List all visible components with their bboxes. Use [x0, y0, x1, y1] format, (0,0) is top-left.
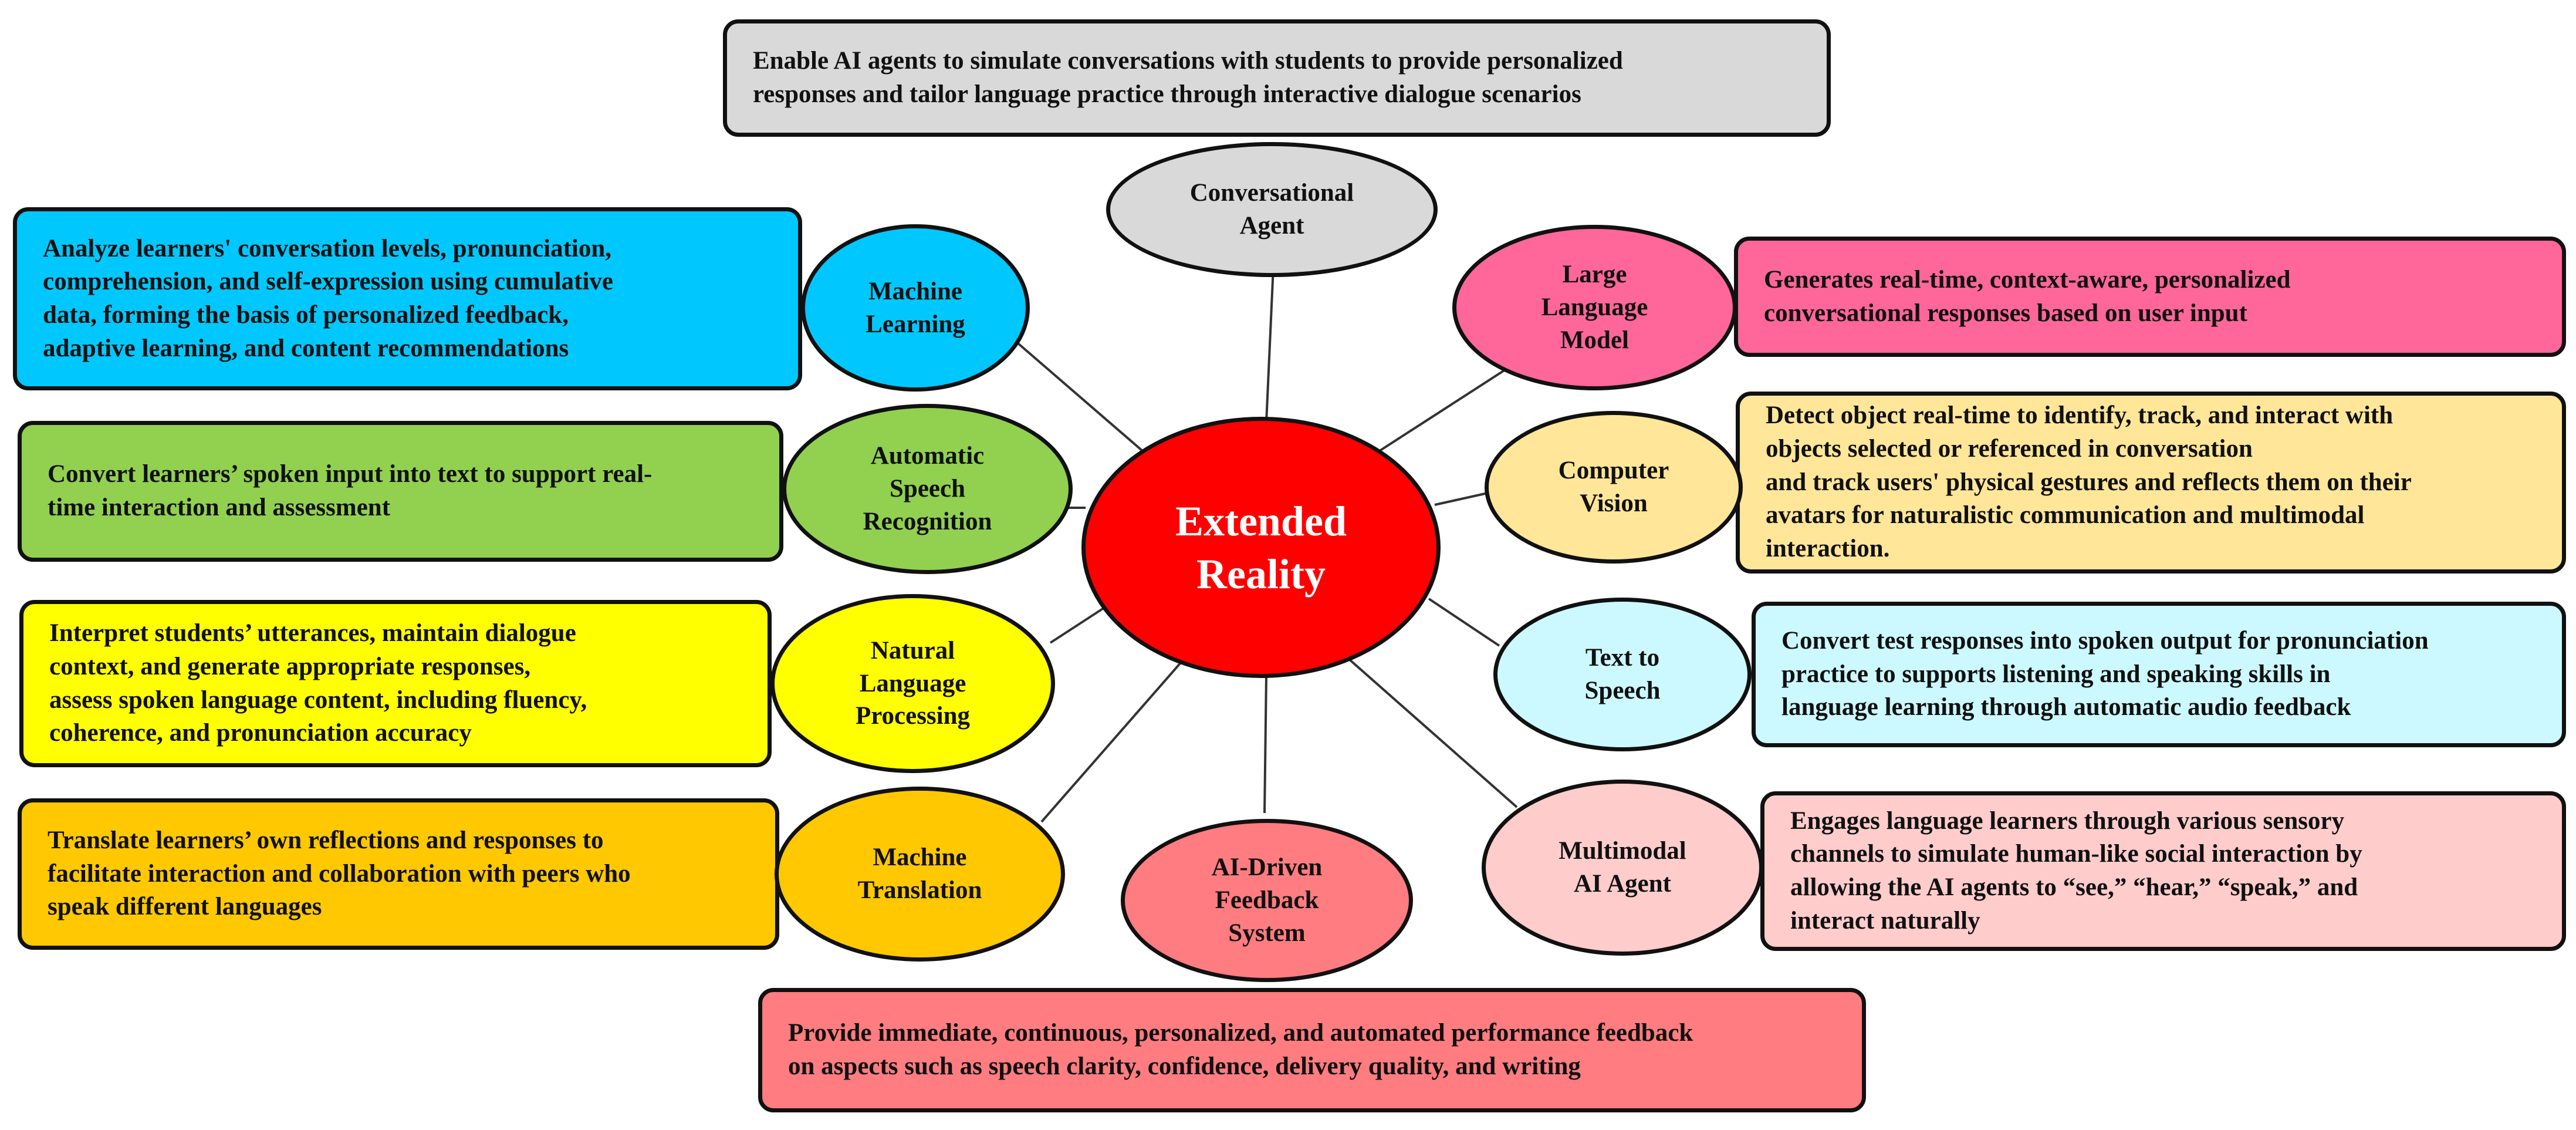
- multimodal-ai-agent-description: Engages language learners through variou…: [1760, 791, 2566, 951]
- connector-computer-vision: [1434, 492, 1488, 506]
- connector-ai-driven-feedback: [1263, 674, 1267, 814]
- connector-lines: [1017, 267, 1518, 823]
- node-conversational-agent: Conversational Agent: [1106, 142, 1438, 277]
- node-multimodal-ai-agent: Multimodal AI Agent: [1482, 780, 1763, 956]
- connector-machine-learning: [1017, 342, 1148, 456]
- connector-machine-translation: [1040, 656, 1186, 823]
- text-to-speech-description: Convert test responses into spoken outpu…: [1752, 602, 2566, 747]
- connector-natural-language-processing: [1049, 603, 1110, 644]
- automatic-speech-recognition-description: Convert learners’ spoken input into text…: [18, 421, 783, 562]
- computer-vision-description: Detect object real-time to identify, tra…: [1736, 392, 2566, 574]
- node-computer-vision: Computer Vision: [1485, 411, 1743, 564]
- connector-large-language-model: [1377, 369, 1506, 453]
- large-language-model-description: Generates real-time, context-aware, pers…: [1734, 237, 2566, 357]
- natural-language-processing-description: Interpret students’ utterances, maintain…: [19, 600, 772, 767]
- ai-driven-feedback-description: Provide immediate, continuous, personali…: [758, 988, 1866, 1112]
- node-ai-driven-feedback-system: AI-Driven Feedback System: [1121, 819, 1413, 982]
- conversational-agent-description: Enable AI agents to simulate conversatio…: [723, 19, 1831, 137]
- node-automatic-speech-recognition: Automatic Speech Recognition: [782, 404, 1073, 574]
- node-large-language-model: Large Language Model: [1452, 225, 1737, 390]
- machine-translation-description: Translate learners’ own reflections and …: [18, 798, 779, 950]
- connector-conversational-agent: [1265, 267, 1275, 423]
- machine-learning-description: Analyze learners' conversation levels, p…: [13, 207, 802, 390]
- node-machine-translation: Machine Translation: [775, 787, 1065, 962]
- connector-multimodal-ai-agent: [1343, 653, 1518, 808]
- connector-text-to-speech: [1428, 598, 1500, 647]
- node-extended-reality-center: Extended Reality: [1081, 417, 1441, 678]
- node-natural-language-processing: Natural Language Processing: [770, 594, 1055, 773]
- node-text-to-speech: Text to Speech: [1493, 598, 1752, 751]
- node-machine-learning: Machine Learning: [801, 224, 1030, 392]
